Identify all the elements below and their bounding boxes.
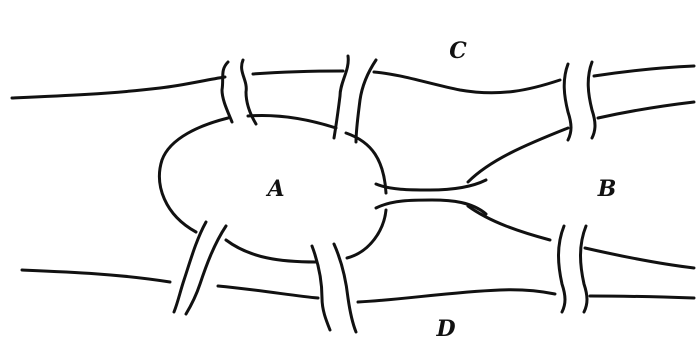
south-bank-shoreline — [22, 270, 694, 302]
north-bank-shoreline — [12, 66, 694, 98]
bridge-a-c-left — [222, 60, 256, 124]
bridge-b-d — [559, 226, 588, 312]
bridge-a-c-right — [334, 56, 376, 142]
bridge-a-b — [376, 180, 486, 214]
label-a: A — [265, 176, 284, 202]
east-land-b-upper — [468, 102, 694, 182]
label-d: D — [435, 316, 455, 341]
bridge-a-d-left — [174, 222, 226, 314]
label-b: B — [597, 176, 617, 202]
label-c: C — [449, 38, 467, 64]
